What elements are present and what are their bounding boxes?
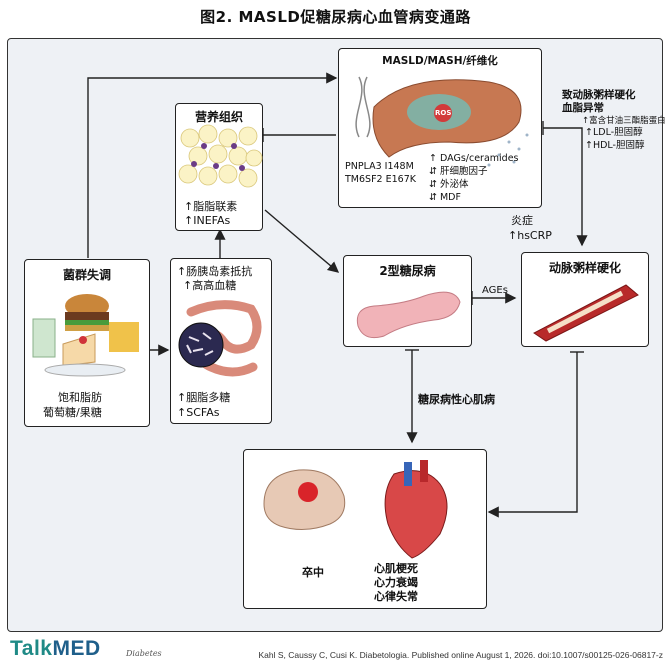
lipid-trl: ↑富含甘油三酯脂蛋白 [582,116,666,126]
dysbiosis-title: 菌群失调 [62,268,111,282]
artery-illustration [533,284,639,342]
gut-bottom-line-2: ↑SCFAs [177,406,220,419]
vessel-blue-icon [404,462,412,486]
gut-box: ↑肠胰岛素抵抗 ↑高高血糖 ↑胭脂多糖 ↑SCFAs [170,258,272,424]
liver-title: MASLD/MASH/纤维化 [382,55,498,67]
heart-icon [384,470,448,559]
adipose-line-2: ↑INEFAs [184,214,231,227]
talkmed-logo: TalkMED [10,637,101,661]
gut-illustration [178,300,262,377]
factor-mdf: ⇵ MDF [429,192,461,203]
athero-title: 动脉粥样硬化 [548,261,621,275]
ros-label: ROS [435,109,452,117]
outcome-mi: 心肌梗死 [374,562,418,575]
ages-label: AGEs [482,285,508,296]
gene-tm6sf2: TM6SF2 E167K [345,174,416,185]
arrow-adipose-to-t2d [264,209,340,273]
adipose-box: 营养组织 ↑脂脂联素 ↑INEFAs [175,103,263,231]
fries-icon [109,322,139,352]
logo-text-b: MED [52,637,101,660]
lipid-ldl: ↑LDL-胆固醇 [585,127,643,138]
adipose-title: 营养组织 [194,110,243,124]
figure-title: 图2. MASLD促糖尿病心血管病变通路 [200,8,471,26]
factor-exosomes: ⇵ 外泌体 [429,179,469,190]
dyslipidemia-label-1: 致动脉粥样硬化 [562,89,636,101]
liver-illustration [355,76,529,167]
dna-icon [355,76,371,138]
t2d-box: 2型糖尿病 [343,255,472,347]
dysbiosis-box: 菌群失调 饱和脂肪 葡萄糖/果糖 [24,259,150,427]
adipose-illustration [178,124,263,188]
outcome-hf: 心力衰竭 [374,576,418,589]
gut-top-line-1: ↑肠胰岛素抵抗 [177,265,253,278]
logo-text-a: Talk [10,637,53,660]
outcome-stroke: 卒中 [302,566,324,579]
microbiome-icon [178,322,224,368]
arrow-athero-to-outcomes [487,352,578,518]
t2d-title: 2型糖尿病 [379,264,436,278]
dots-decoration [487,133,529,167]
outcome-arrhythmia: 心律失常 [374,590,418,603]
cardiomyopathy-label: 糖尿病性心肌病 [418,393,495,406]
cake-icon [62,333,96,367]
dyslipidemia-label-2: 血脂异常 [562,102,604,114]
stroke-lesion-icon [298,482,318,502]
dysbiosis-line-1: 饱和脂肪 [58,391,102,404]
inflammation-label: 炎症 [511,214,533,227]
outcomes-illustration [263,460,448,559]
adipose-line-1: ↑脂脂联素 [184,200,238,213]
factor-hepatokines: ⇵ 肝细胞因子 [429,166,488,177]
athero-box: 动脉粥样硬化 [521,252,649,347]
inhibit-liver-lipids [543,127,588,247]
gene-pnpla3: PNPLA3 I148M [345,161,414,172]
drink-icon [32,318,56,358]
pancreas-icon [356,291,461,339]
pancreas-illustration [356,291,461,339]
hscrp-label: ↑hsCRP [508,229,552,242]
lipid-hdl: ↑HDL-胆固醇 [585,140,645,151]
ros-icon [434,104,452,122]
dysbiosis-line-2: 葡萄糖/果糖 [43,406,102,419]
outcomes-box: 卒中 心肌梗死 心力衰竭 心律失常 [243,449,487,609]
gut-top-line-2: ↑高高血糖 [183,279,237,292]
gut-bottom-line-1: ↑胭脂多糖 [177,391,231,404]
journal-logo: Diabetes [126,649,162,658]
arrow-dysbiosis-to-liver [87,72,338,258]
vessel-red-icon [420,460,428,482]
factor-dags: ↑ DAGs/ceramides [429,153,519,164]
food-illustration [32,294,139,377]
macrophage-icons [191,143,245,171]
citation: Kahl S, Caussy C, Cusi K. Diabetologia. … [258,650,664,660]
liver-box: MASLD/MASH/纤维化 ROS PNPLA3 I148M TM6SF2 E… [338,48,542,208]
